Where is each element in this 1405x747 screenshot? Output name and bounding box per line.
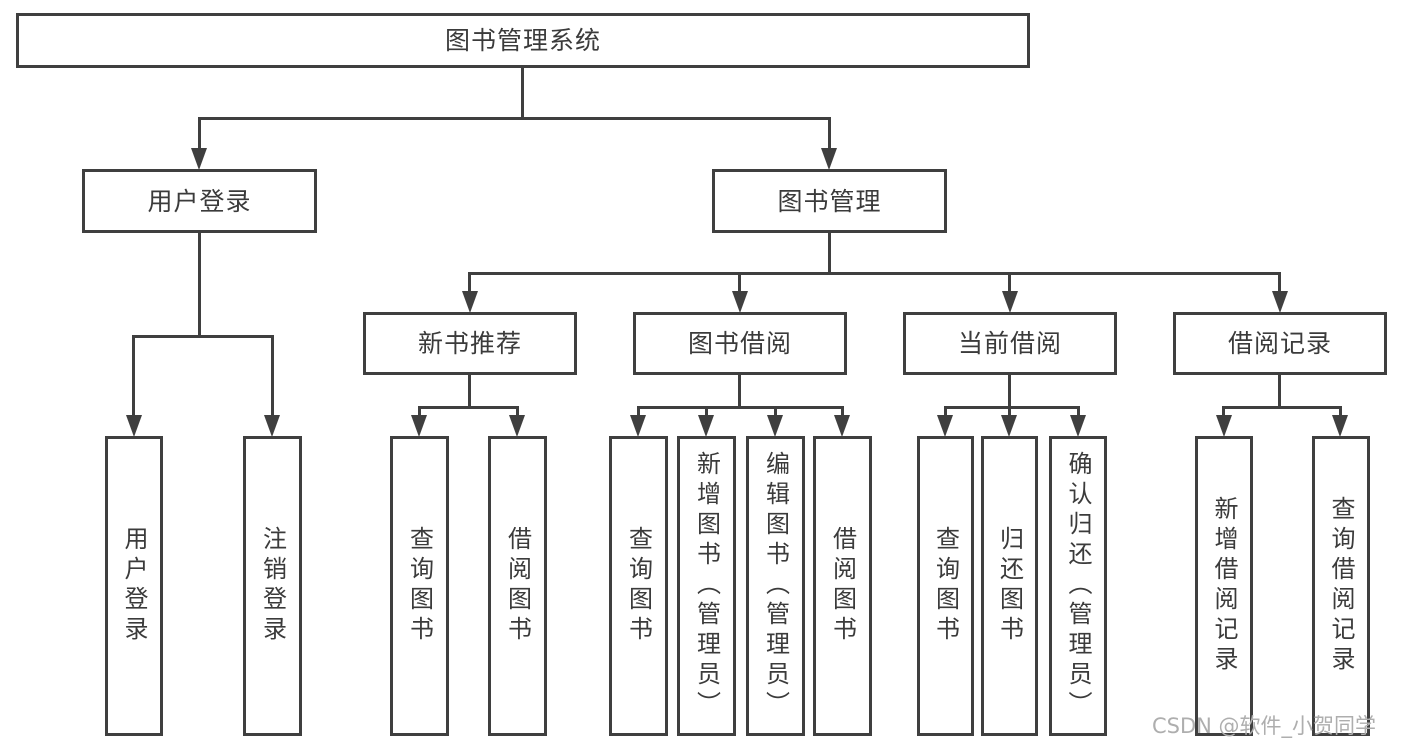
leaf-borrow-books-recommend: 借阅图书 bbox=[488, 436, 547, 736]
node-label: 图书管理 bbox=[777, 186, 882, 216]
leaf-edit-book-admin: 编辑图书（管理员） bbox=[746, 436, 805, 736]
node-library-management-system: 图书管理系统 bbox=[16, 13, 1030, 68]
leaf-label: 归还图书 bbox=[995, 526, 1024, 646]
connector-vline bbox=[1077, 406, 1080, 420]
watermark: CSDN @软件_小贺同学 bbox=[1152, 714, 1377, 738]
connector-vline bbox=[1278, 272, 1281, 294]
arrow-down-icon bbox=[462, 291, 478, 313]
arrow-down-icon bbox=[509, 415, 525, 437]
connector-vline bbox=[841, 406, 844, 420]
node-label: 图书借阅 bbox=[687, 329, 792, 358]
node-user-login: 用户登录 bbox=[82, 169, 317, 233]
arrow-down-icon bbox=[126, 415, 142, 437]
connector-vline bbox=[1008, 272, 1011, 294]
arrow-down-icon bbox=[191, 148, 207, 170]
connector-vline bbox=[1008, 375, 1011, 409]
connector-vline bbox=[468, 375, 471, 409]
connector-vline bbox=[198, 233, 201, 338]
leaf-label: 编辑图书（管理员） bbox=[761, 451, 790, 721]
node-current-borrow: 当前借阅 bbox=[903, 312, 1117, 375]
connector-vline bbox=[637, 406, 640, 420]
connector-vline bbox=[271, 335, 274, 419]
leaf-add-book-admin: 新增图书（管理员） bbox=[677, 436, 736, 736]
leaf-label: 新增借阅记录 bbox=[1210, 496, 1238, 676]
leaf-label: 查询图书 bbox=[405, 526, 434, 646]
connector-vline bbox=[418, 406, 421, 420]
connector-vline bbox=[705, 406, 708, 420]
leaf-logout-login: 注销登录 bbox=[243, 436, 302, 736]
leaf-borrow-books: 借阅图书 bbox=[813, 436, 872, 736]
arrow-down-icon bbox=[411, 415, 427, 437]
arrow-down-icon bbox=[1332, 415, 1348, 437]
node-label: 用户登录 bbox=[147, 186, 252, 216]
leaf-query-books-recommend: 查询图书 bbox=[390, 436, 449, 736]
leaf-label: 查询图书 bbox=[624, 526, 653, 646]
leaf-return-books: 归还图书 bbox=[981, 436, 1038, 736]
arrow-down-icon bbox=[732, 291, 748, 313]
arrow-down-icon bbox=[630, 415, 646, 437]
leaf-label: 查询图书 bbox=[931, 526, 960, 646]
leaf-query-borrow-record: 查询借阅记录 bbox=[1312, 436, 1370, 736]
connector-hline bbox=[198, 117, 831, 120]
node-borrow-records: 借阅记录 bbox=[1173, 312, 1387, 375]
arrow-down-icon bbox=[1272, 291, 1288, 313]
connector-hline bbox=[1222, 406, 1342, 409]
connector-vline bbox=[198, 117, 201, 152]
connector-vline bbox=[1008, 406, 1011, 420]
arrow-down-icon bbox=[698, 415, 714, 437]
leaf-query-books-borrow: 查询图书 bbox=[609, 436, 668, 736]
arrow-down-icon bbox=[767, 415, 783, 437]
arrow-down-icon bbox=[1001, 415, 1017, 437]
connector-vline bbox=[468, 272, 471, 294]
leaf-label: 查询借阅记录 bbox=[1327, 496, 1355, 676]
leaf-user-login: 用户登录 bbox=[105, 436, 163, 736]
connector-vline bbox=[132, 335, 135, 419]
leaf-label: 用户登录 bbox=[120, 526, 148, 646]
arrow-down-icon bbox=[1216, 415, 1232, 437]
arrow-down-icon bbox=[264, 415, 280, 437]
leaf-add-borrow-record: 新增借阅记录 bbox=[1195, 436, 1253, 736]
leaf-label: 注销登录 bbox=[258, 526, 287, 646]
arrow-down-icon bbox=[1002, 291, 1018, 313]
node-label: 借阅记录 bbox=[1227, 329, 1332, 358]
node-label: 新书推荐 bbox=[417, 329, 522, 358]
connector-vline bbox=[521, 68, 524, 120]
arrow-down-icon bbox=[1070, 415, 1086, 437]
connector-vline bbox=[1339, 406, 1342, 420]
connector-vline bbox=[828, 117, 831, 152]
connector-hline bbox=[132, 335, 274, 338]
leaf-label: 借阅图书 bbox=[503, 526, 532, 646]
connector-vline bbox=[516, 406, 519, 420]
node-label: 当前借阅 bbox=[957, 329, 1062, 358]
arrow-down-icon bbox=[937, 415, 953, 437]
node-new-book-recommend: 新书推荐 bbox=[363, 312, 577, 375]
leaf-query-books-current: 查询图书 bbox=[917, 436, 974, 736]
connector-vline bbox=[774, 406, 777, 420]
node-label: 图书管理系统 bbox=[444, 26, 601, 55]
connector-vline bbox=[738, 375, 741, 409]
arrow-down-icon bbox=[821, 148, 837, 170]
connector-hline bbox=[944, 406, 1080, 409]
connector-vline bbox=[738, 272, 741, 294]
leaf-label: 借阅图书 bbox=[828, 526, 857, 646]
connector-vline bbox=[1278, 375, 1281, 409]
connector-vline bbox=[1222, 406, 1225, 420]
connector-vline bbox=[828, 233, 831, 275]
node-book-management: 图书管理 bbox=[712, 169, 947, 233]
connector-hline bbox=[468, 272, 1281, 275]
node-book-borrow: 图书借阅 bbox=[633, 312, 847, 375]
leaf-label: 确认归还（管理员） bbox=[1064, 451, 1092, 721]
connector-vline bbox=[944, 406, 947, 420]
connector-hline bbox=[637, 406, 844, 409]
leaf-label: 新增图书（管理员） bbox=[692, 451, 721, 721]
connector-hline bbox=[418, 406, 519, 409]
arrow-down-icon bbox=[834, 415, 850, 437]
leaf-confirm-return-admin: 确认归还（管理员） bbox=[1049, 436, 1107, 736]
